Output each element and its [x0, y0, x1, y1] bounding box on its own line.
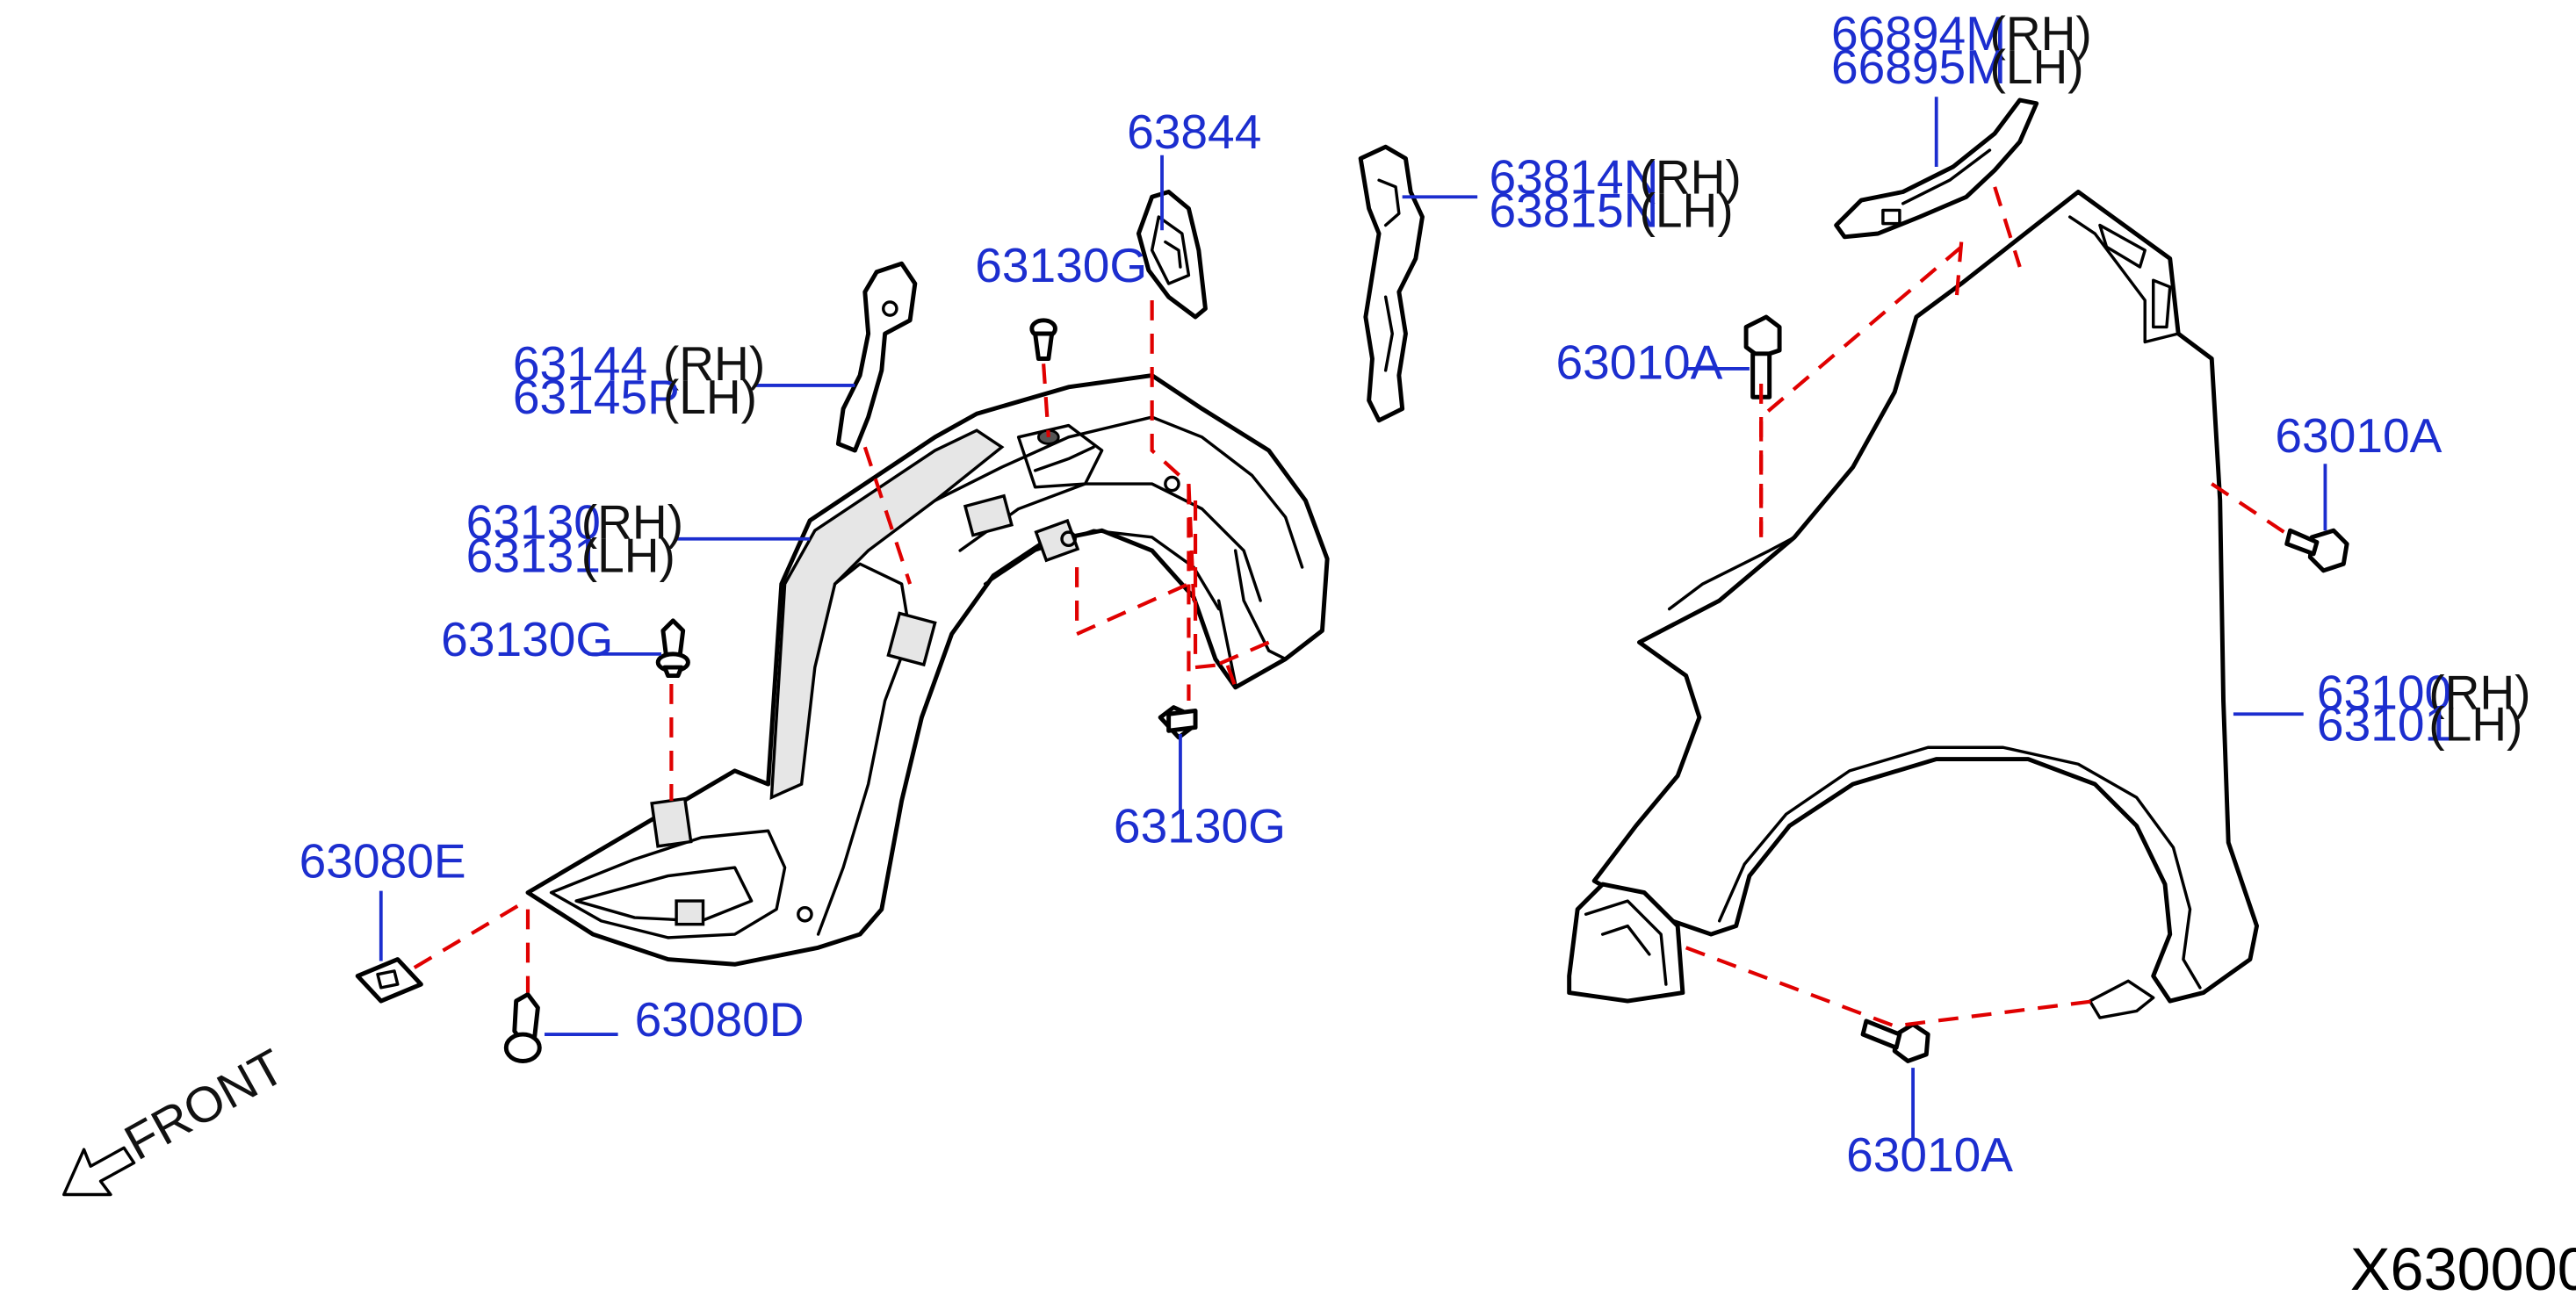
label-63010a-bottom: 63010A	[1846, 1127, 2013, 1182]
label-63010a-left: 63010A	[1555, 335, 1722, 389]
label-66895m: 66895M	[1831, 40, 2006, 94]
label-63131-side: (LH)	[581, 529, 675, 583]
label-63145p-side: (LH)	[663, 370, 757, 424]
label-63130-side: (RH)	[581, 495, 683, 550]
part-labels: 66894M (RH) 66895M (LH) 63844 63814N (RH…	[299, 6, 2531, 1182]
label-63144-side: (RH)	[663, 336, 765, 391]
dashed-callouts	[413, 186, 2288, 1028]
front-arrow-icon	[62, 1146, 136, 1197]
leader-lines	[379, 97, 2327, 1140]
label-63144: 63144	[513, 336, 647, 391]
front-indicator: FRONT	[62, 1039, 294, 1197]
label-63100: 63100	[2317, 666, 2451, 720]
bolt-63010a-bottom[interactable]	[1860, 1019, 1930, 1063]
label-63130: 63130	[466, 495, 601, 550]
front-label: FRONT	[116, 1039, 294, 1171]
fender-liner[interactable]	[525, 373, 1330, 967]
label-63080e: 63080E	[299, 833, 466, 888]
label-63145p: 63145P	[513, 370, 680, 424]
label-63815n: 63815N	[1489, 183, 1658, 237]
label-63130g-left: 63130G	[441, 612, 613, 666]
label-63010a-right: 63010A	[2275, 408, 2442, 463]
label-63814n-side: (RH)	[1639, 149, 1741, 204]
label-63814n: 63814N	[1489, 149, 1658, 204]
diagram-code: X630000Q	[2350, 1236, 2576, 1303]
label-66894m: 66894M	[1831, 6, 2006, 61]
screw-63080d[interactable]	[503, 992, 542, 1063]
label-66895m-side: (LH)	[1990, 40, 2084, 94]
label-63844: 63844	[1127, 104, 1261, 159]
label-63130g-top: 63130G	[975, 238, 1147, 292]
label-63131: 63131	[466, 529, 601, 583]
clip-nut-63080e[interactable]	[355, 957, 423, 1004]
seal-63844[interactable]	[1136, 190, 1208, 320]
label-63100-side: (RH)	[2428, 666, 2530, 720]
label-63101-side: (LH)	[2428, 697, 2522, 752]
label-63101: 63101	[2317, 697, 2451, 752]
clip-63130g-mid[interactable]	[1158, 705, 1198, 740]
bracket-66894m[interactable]	[1834, 97, 2039, 240]
label-63815n-side: (LH)	[1639, 183, 1733, 237]
label-66894m-side: (RH)	[1990, 6, 2092, 61]
clip-63130g-top[interactable]	[1029, 318, 1057, 361]
bracket-63144[interactable]	[835, 261, 918, 453]
bracket-63814n[interactable]	[1358, 144, 1425, 423]
label-63080d: 63080D	[635, 992, 805, 1047]
bolt-63010a-right[interactable]	[2284, 528, 2349, 573]
clip-63130g-left[interactable]	[655, 618, 690, 679]
fender-panel[interactable]	[1567, 190, 2259, 1019]
label-63130g-mid: 63130G	[1114, 799, 1286, 853]
